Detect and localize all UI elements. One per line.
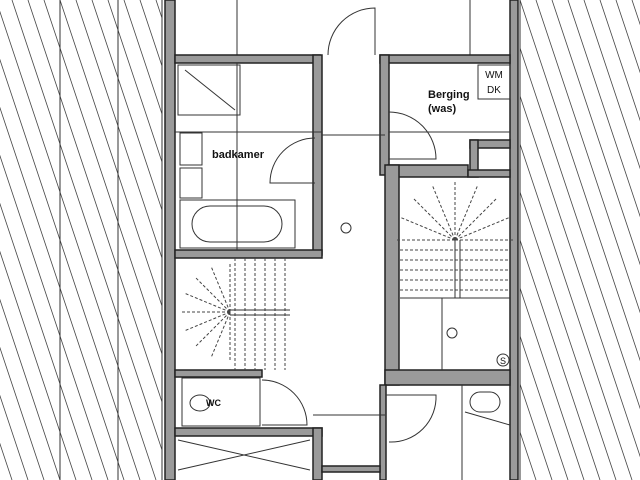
hatch-line	[0, 154, 109, 480]
dryer-label: DK	[487, 85, 501, 96]
hatch-line	[91, 0, 162, 212]
hatch-line	[0, 10, 157, 480]
void-cross	[177, 439, 311, 471]
hatch-line	[139, 0, 162, 68]
door-swing[interactable]	[261, 379, 308, 426]
sink	[179, 167, 203, 199]
shower-tray	[177, 64, 241, 116]
hatch-line	[567, 0, 640, 218]
stair-tread	[194, 276, 231, 313]
hatch-line	[520, 238, 601, 480]
bathtub-basin	[191, 205, 283, 243]
stair-tread	[183, 311, 231, 332]
room-label-storage-sub: (was)	[428, 103, 456, 115]
hatch-line	[520, 382, 553, 480]
stair-tread	[210, 265, 231, 313]
hatch-line	[27, 0, 162, 404]
hatched-neighbour-left	[0, 0, 162, 480]
wc-room-outline	[181, 377, 261, 427]
room-label-wc: WC	[206, 398, 221, 408]
ceiling-light-icon	[446, 327, 458, 339]
hatch-line	[123, 0, 162, 116]
hatch-line	[0, 346, 45, 480]
washer-label: WM	[485, 70, 503, 81]
outer-wall-left	[164, 0, 176, 480]
door-swing[interactable]	[269, 137, 316, 184]
shaft-symbol	[496, 353, 510, 367]
hatch-line	[0, 58, 141, 480]
hatch-line	[551, 0, 640, 266]
bathtub	[179, 199, 296, 249]
stair-tread	[431, 184, 456, 241]
wall	[174, 369, 263, 378]
hatch-line	[520, 0, 640, 362]
hatch-line	[520, 286, 585, 480]
hatch-line	[599, 0, 640, 122]
stair-tread	[194, 311, 231, 348]
wall	[174, 427, 323, 437]
room-label-bathroom: badkamer	[212, 149, 265, 161]
shower-diagonal	[184, 69, 236, 111]
hatch-line	[615, 0, 640, 74]
wall	[174, 249, 323, 259]
wall	[379, 384, 387, 480]
wall	[384, 369, 511, 386]
hatch-line	[0, 106, 125, 480]
wall	[379, 54, 390, 176]
hatch-line	[631, 0, 640, 26]
wall	[379, 54, 511, 64]
wall	[467, 169, 511, 178]
washbasin	[469, 391, 501, 413]
stair-tread	[210, 311, 231, 359]
wall	[312, 54, 323, 256]
stair-tread	[399, 216, 456, 241]
sink	[179, 132, 203, 166]
hatch-line	[520, 142, 633, 480]
hatch-line	[0, 202, 93, 480]
hatch-line	[0, 298, 61, 480]
stair-tread	[454, 197, 498, 241]
hatch-line	[11, 0, 162, 452]
door-swing[interactable]	[386, 394, 437, 443]
hatch-line	[520, 334, 569, 480]
stair-tread	[454, 216, 511, 241]
wall	[174, 54, 321, 64]
hatched-neighbour-right	[520, 0, 640, 480]
hatch-line	[535, 0, 640, 314]
staircase-left	[180, 258, 290, 370]
hatch-line	[59, 0, 162, 308]
shaft-label: S	[500, 356, 506, 366]
hatch-line	[75, 0, 162, 260]
wall	[312, 427, 323, 480]
hatch-line	[43, 0, 162, 356]
wall	[384, 164, 400, 386]
stair-tread	[412, 197, 456, 241]
hatch-line	[0, 442, 13, 480]
toilet	[189, 394, 211, 412]
door-line	[464, 411, 511, 426]
ceiling-light-icon	[340, 222, 352, 234]
stair-tread	[183, 292, 231, 313]
hatch-line	[0, 394, 29, 480]
wall	[321, 465, 381, 473]
door-swing[interactable]	[388, 111, 437, 160]
hatch-line	[520, 190, 617, 480]
hatch-line	[583, 0, 640, 170]
hatch-line	[107, 0, 162, 164]
hatch-line	[520, 46, 640, 410]
staircase-right	[395, 180, 515, 298]
room-label-storage: Berging	[428, 89, 470, 101]
wall	[387, 164, 469, 178]
hatch-line	[0, 250, 77, 480]
door-swing[interactable]	[327, 7, 376, 56]
stair-tread	[454, 184, 479, 241]
appliance-box	[477, 64, 511, 100]
hatch-line	[520, 94, 640, 458]
